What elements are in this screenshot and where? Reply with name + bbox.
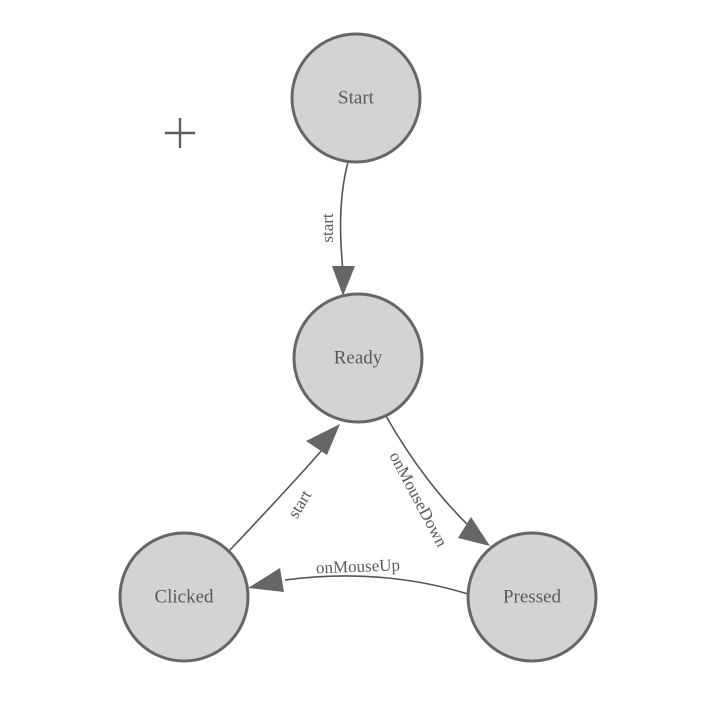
node-ready-circle[interactable] xyxy=(292,292,424,424)
node-clicked[interactable]: Clicked xyxy=(118,531,250,663)
edge-pressed-to-clicked-path[interactable] xyxy=(284,575,469,595)
edge-clicked-to-ready-arrowhead xyxy=(306,424,340,455)
edge-start-to-ready[interactable]: start xyxy=(318,161,355,296)
edge-pressed-to-clicked[interactable]: onMouseUp xyxy=(248,555,469,595)
edge-clicked-to-ready-path[interactable] xyxy=(228,449,323,552)
node-clicked-circle[interactable] xyxy=(118,531,250,663)
edge-clicked-to-ready[interactable]: start xyxy=(228,424,340,552)
node-start-circle[interactable] xyxy=(290,32,422,164)
edge-ready-to-pressed-label: onMouseDown xyxy=(385,449,451,551)
node-pressed[interactable]: Pressed xyxy=(466,531,598,663)
edge-pressed-to-clicked-arrowhead xyxy=(248,568,284,592)
edge-start-to-ready-label: start xyxy=(318,213,337,243)
edge-pressed-to-clicked-label: onMouseUp xyxy=(316,555,401,577)
edge-start-to-ready-arrowhead xyxy=(332,266,355,296)
node-pressed-circle[interactable] xyxy=(466,531,598,663)
crosshair-icon xyxy=(165,118,195,148)
edge-ready-to-pressed-arrowhead xyxy=(458,517,490,546)
edge-clicked-to-ready-label: start xyxy=(284,487,316,522)
edge-start-to-ready-path[interactable] xyxy=(339,161,349,273)
node-ready[interactable]: Ready xyxy=(292,292,424,424)
edge-ready-to-pressed[interactable]: onMouseDown xyxy=(385,415,490,551)
node-start[interactable]: Start xyxy=(290,32,422,164)
edge-ready-to-pressed-path[interactable] xyxy=(385,415,471,528)
